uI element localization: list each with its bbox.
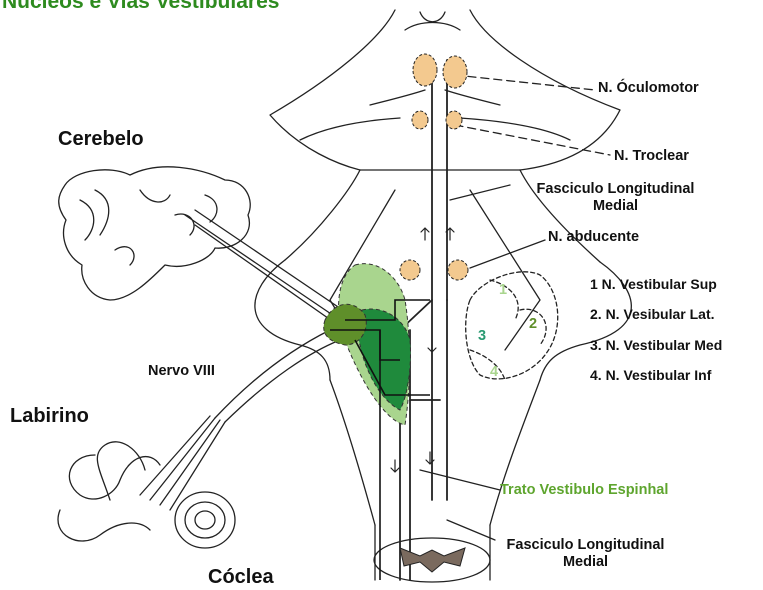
coclea-label: Cóclea: [208, 566, 274, 589]
motor-nuclei: [400, 54, 468, 280]
cerebelo-label: Cerebelo: [58, 128, 144, 151]
troclear-label: N. Troclear: [614, 148, 689, 165]
trochlear-nucleus-right: [446, 111, 462, 129]
oculomotor-label: N. Óculomotor: [598, 80, 699, 97]
cerebellum-drawing: [59, 167, 250, 300]
oculomotor-nucleus-right: [443, 56, 467, 88]
nucleus-number-1: 1: [499, 282, 507, 299]
flm-top-line1: Fasciculo Longitudinal: [508, 181, 723, 198]
nucleus-number-4: 4: [490, 364, 498, 381]
abducente-label: N. abducente: [548, 229, 639, 246]
flm-bottom-line2: Medial: [478, 554, 693, 571]
abducens-nucleus-left: [400, 260, 420, 280]
page-title: Núcleos e Vias Vestibulares: [2, 0, 279, 14]
legend-item-3: 3. N. Vestibular Med: [590, 337, 722, 353]
abducens-nucleus-right: [448, 260, 468, 280]
cerebellar-tracts: [185, 210, 350, 330]
vestibulocochlear-nerve: [215, 330, 340, 422]
trato-label: Trato Vestibulo Espinhal: [500, 482, 668, 499]
nucleus-number-2: 2: [529, 316, 537, 333]
flm-top-label: Fasciculo Longitudinal Medial: [508, 181, 723, 214]
flm-bottom-label: Fasciculo Longitudinal Medial: [478, 537, 693, 570]
leader-lines: [455, 75, 610, 155]
legend-item-2: 2. N. Vesibular Lat.: [590, 306, 715, 322]
vestibular-nuclei-schematic: [466, 272, 558, 380]
labyrinth-drawing: [58, 416, 235, 548]
flm-bottom-line1: Fasciculo Longitudinal: [478, 537, 693, 554]
legend-item-4: 4. N. Vestibular Inf: [590, 367, 711, 383]
nervo-viii-label: Nervo VIII: [148, 363, 215, 380]
nucleus-number-3: 3: [478, 328, 486, 345]
flm-top-line2: Medial: [508, 198, 723, 215]
oculomotor-nucleus-left: [413, 54, 437, 86]
legend-item-1: 1 N. Vestibular Sup: [590, 276, 717, 292]
trochlear-nucleus-left: [412, 111, 428, 129]
labirino-label: Labirino: [10, 405, 89, 428]
